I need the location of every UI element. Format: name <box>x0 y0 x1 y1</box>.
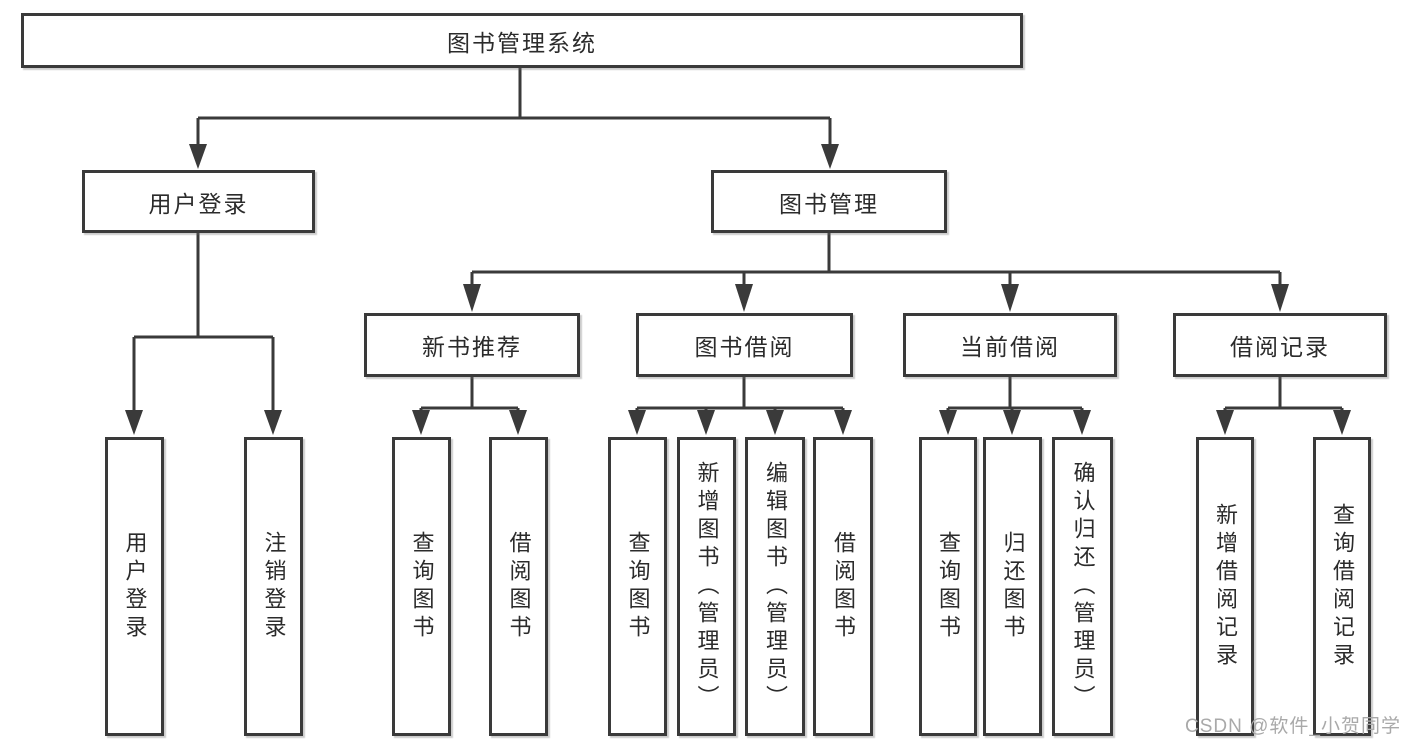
node-label: 确认归还（管理员） <box>1070 460 1096 713</box>
node-label: 注销登录 <box>261 530 287 643</box>
leaf-borrow-books: 借阅图书 <box>813 437 873 736</box>
leaf-confirm-return-admin: 确认归还（管理员） <box>1052 437 1113 736</box>
node-label: 借阅图书 <box>831 530 856 643</box>
node-label: 借阅图书 <box>506 530 532 643</box>
node-label: 用户登录 <box>148 190 249 217</box>
node-label: 归还图书 <box>1000 530 1026 643</box>
leaf-edit-books-admin: 编辑图书（管理员） <box>745 437 805 736</box>
node-borrow-records: 借阅记录 <box>1173 313 1387 377</box>
node-label: 查询图书 <box>936 530 961 643</box>
node-label: 查询借阅记录 <box>1330 502 1355 671</box>
leaf-query-borrow-record: 查询借阅记录 <box>1313 437 1371 736</box>
node-book-borrow: 图书借阅 <box>636 313 853 377</box>
csdn-watermark: CSDN @软件_小贺同学 <box>1185 716 1401 737</box>
leaf-query-books: 查询图书 <box>919 437 977 736</box>
node-label: 新书推荐 <box>422 334 522 360</box>
node-label: 图书管理系统 <box>447 29 597 56</box>
leaf-query-books: 查询图书 <box>392 437 451 736</box>
node-label: 新增借阅记录 <box>1213 502 1238 671</box>
leaf-user-login: 用户登录 <box>105 437 164 736</box>
node-label: 图书借阅 <box>694 334 795 360</box>
node-label: 编辑图书（管理员） <box>763 460 788 713</box>
node-book-management: 图书管理 <box>711 170 947 233</box>
node-new-book-recommend: 新书推荐 <box>364 313 580 377</box>
leaf-add-borrow-record: 新增借阅记录 <box>1196 437 1254 736</box>
leaf-return-books: 归还图书 <box>983 437 1042 736</box>
node-current-borrow: 当前借阅 <box>903 313 1117 377</box>
leaf-query-books: 查询图书 <box>608 437 667 736</box>
node-label: 查询图书 <box>409 530 435 643</box>
node-label: 新增图书（管理员） <box>694 460 720 713</box>
leaf-add-books-admin: 新增图书（管理员） <box>677 437 736 736</box>
node-label: 查询图书 <box>625 530 651 643</box>
node-user-login: 用户登录 <box>82 170 315 233</box>
leaf-borrow-books: 借阅图书 <box>489 437 548 736</box>
node-label: 图书管理 <box>779 190 879 217</box>
leaf-logout: 注销登录 <box>244 437 303 736</box>
node-label: 当前借阅 <box>960 334 1060 360</box>
node-label: 用户登录 <box>122 530 148 643</box>
node-label: 借阅记录 <box>1230 334 1330 360</box>
node-root-system: 图书管理系统 <box>21 13 1023 68</box>
